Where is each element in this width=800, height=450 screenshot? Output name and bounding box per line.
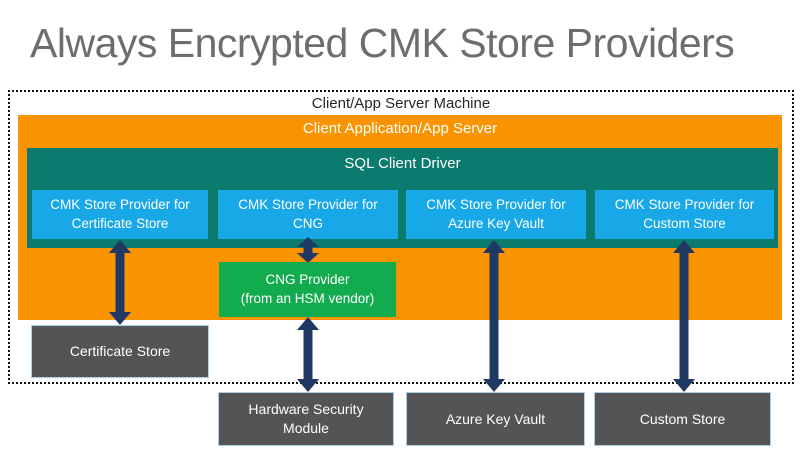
sql-client-driver-label: SQL Client Driver [344,155,461,172]
cng-provider-box: CNG Provider (from an HSM vendor) [219,262,396,317]
client-application-box: Client Application/App Server SQL Client… [18,115,782,320]
machine-label: Client/App Server Machine [311,95,491,112]
certificate-store-box: Certificate Store [31,325,209,378]
custom-store-box: Custom Store [594,392,771,446]
cmk-provider-certificate-store-box: CMK Store Provider for Certificate Store [32,190,208,239]
cmk-provider-custom-store-box: CMK Store Provider for Custom Store [595,190,774,239]
cmk-provider-cng-box: CMK Store Provider for CNG [218,190,398,239]
cmk-provider-azure-key-vault-box: CMK Store Provider for Azure Key Vault [406,190,586,239]
client-application-label: Client Application/App Server [302,120,498,137]
page-title: Always Encrypted CMK Store Providers [30,20,735,66]
client-app-server-machine-box: Client/App Server Machine Client Applica… [8,90,794,384]
azure-key-vault-box: Azure Key Vault [406,392,585,446]
hardware-security-module-box: Hardware Security Module [218,392,394,446]
sql-client-driver-box: SQL Client Driver CMK Store Provider for… [27,148,778,248]
